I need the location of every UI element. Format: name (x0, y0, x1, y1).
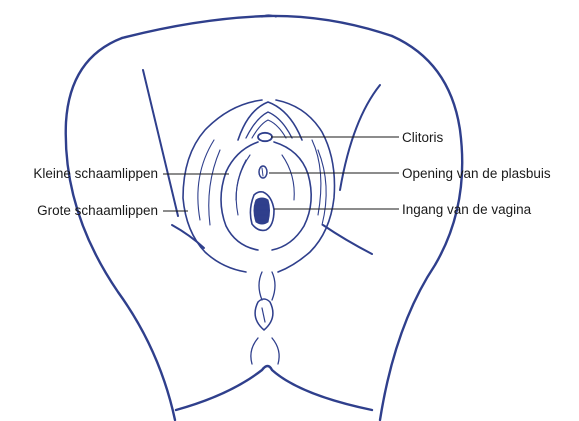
clitoris-shape (258, 133, 272, 141)
labia-minora (221, 142, 311, 250)
labia-majora (183, 100, 335, 272)
label-labia-minora: Kleine schaamlippen (33, 166, 158, 181)
label-vaginal-opening: Ingang van de vagina (402, 202, 532, 217)
buttocks (176, 366, 372, 410)
perineum (251, 272, 279, 364)
thigh-creases (143, 70, 380, 254)
label-labia-majora: Grote schaamlippen (37, 203, 158, 218)
label-urethral-opening: Opening van de plasbuis (402, 166, 551, 181)
urethral-opening (259, 166, 267, 178)
vaginal-opening (250, 192, 274, 231)
label-clitoris: Clitoris (402, 130, 444, 145)
